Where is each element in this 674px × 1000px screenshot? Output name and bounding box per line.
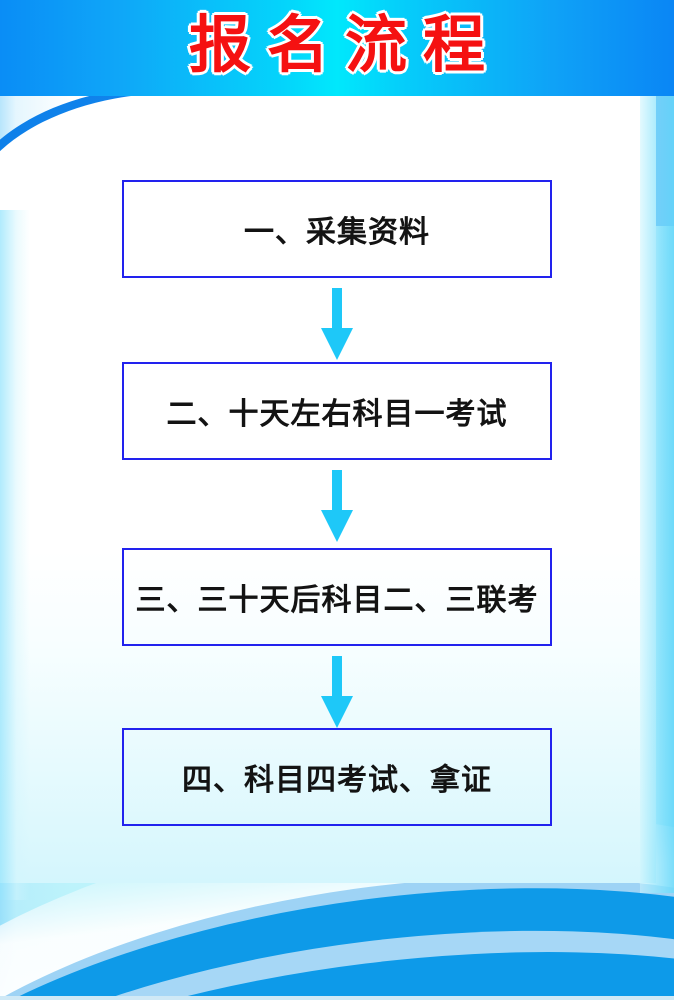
page-title: 报名流程 — [188, 8, 501, 81]
flow-step-box-4[interactable]: 四、科目四考试、拿证 — [122, 728, 552, 826]
flow-step-box-3[interactable]: 三、三十天后科目二、三联考 — [122, 548, 552, 646]
flow-step-label-1: 一、采集资料 — [244, 215, 430, 250]
panel-left-edge-sheen — [0, 210, 30, 900]
flow-step-box-2[interactable]: 二、十天左右科目一考试 — [122, 362, 552, 460]
content-panel — [0, 93, 656, 883]
arrow-down-icon-3 — [321, 656, 353, 728]
flow-step-box-1[interactable]: 一、采集资料 — [122, 180, 552, 278]
arrow-down-icon-2 — [321, 470, 353, 542]
bottom-edge-line — [0, 996, 674, 1000]
arrow-down-icon-1 — [321, 288, 353, 360]
flow-step-label-2: 二、十天左右科目一考试 — [166, 397, 508, 432]
header-banner: 报名流程 — [0, 0, 674, 96]
flow-step-label-3: 三、三十天后科目二、三联考 — [135, 583, 539, 618]
flow-step-label-4: 四、科目四考试、拿证 — [182, 763, 492, 798]
panel-right-edge-sheen — [640, 93, 674, 893]
